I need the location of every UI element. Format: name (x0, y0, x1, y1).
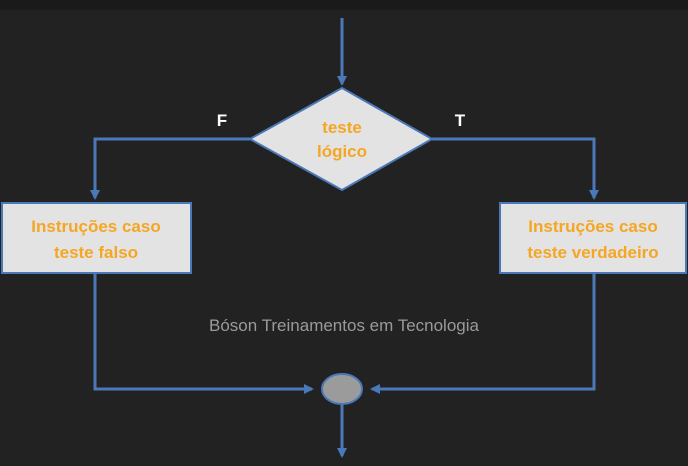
false-box-label-line2: teste falso (54, 243, 138, 262)
true-box-label-line1: Instruções caso (528, 217, 657, 236)
decision-label-line2: lógico (317, 142, 367, 161)
false-instructions-box (1, 202, 192, 274)
false-merge-connector (93, 273, 314, 394)
watermark-text: Bóson Treinamentos em Tecnologia (209, 316, 480, 335)
true-branch-connector (432, 137, 599, 200)
top-cropped-strip (0, 0, 688, 10)
false-branch-label: F (217, 111, 227, 130)
false-box-label-line1: Instruções caso (31, 217, 160, 236)
merge-junction (321, 373, 363, 405)
true-branch-label: T (455, 111, 466, 130)
true-instructions-box (499, 202, 687, 274)
false-branch-connector (90, 137, 250, 200)
true-merge-connector (370, 273, 596, 394)
decision-diamond (247, 86, 435, 192)
decision-label-line1: teste (322, 118, 362, 137)
true-box-label-line2: teste verdadeiro (527, 243, 658, 262)
